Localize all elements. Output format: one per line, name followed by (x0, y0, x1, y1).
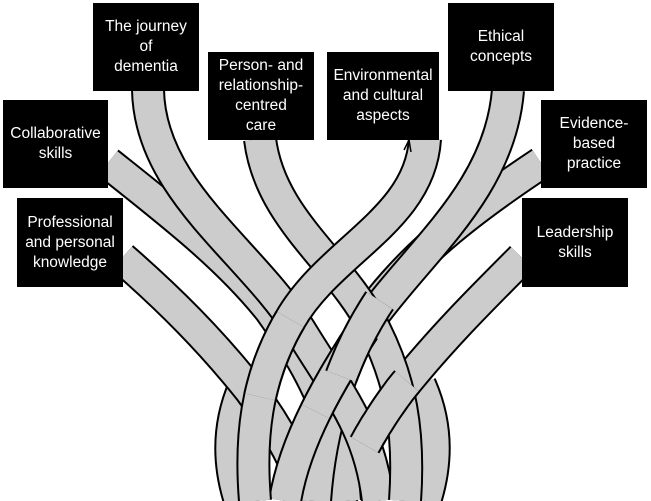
strand-evidence-over-segment (325, 291, 394, 383)
box-label: Person- and relationship- centred care (218, 57, 304, 134)
box-ethical-concepts: Ethical concepts (448, 3, 554, 91)
box-journey-of-dementia: The journey of dementia (93, 3, 199, 91)
box-environmental-cultural-aspects: Environmental and cultural aspects (327, 52, 439, 140)
box-label: Evidence- based practice (559, 115, 629, 172)
box-label: Collaborative skills (10, 125, 101, 162)
box-label: Professional and personal knowledge (25, 213, 115, 271)
box-label: Environmental and cultural aspects (333, 67, 433, 124)
box-leadership-skills: Leadership skills (522, 198, 628, 287)
box-label: Ethical concepts (469, 28, 533, 65)
box-label: Leadership skills (536, 223, 614, 261)
box-person-relationship-centred-care: Person- and relationship- centred care (208, 52, 314, 140)
strand-leader-over-segment (349, 370, 420, 454)
arrowhead-icon (403, 137, 412, 153)
braid-edge-strand (404, 378, 451, 501)
strand-env-over-segment (243, 310, 306, 401)
box-professional-personal-knowledge: Professional and personal knowledge (17, 198, 123, 287)
strand-env (236, 137, 442, 501)
box-label: The journey of dementia (105, 18, 187, 75)
box-evidence-based-practice: Evidence- based practice (541, 100, 647, 188)
box-collaborative-skills: Collaborative skills (3, 100, 108, 188)
